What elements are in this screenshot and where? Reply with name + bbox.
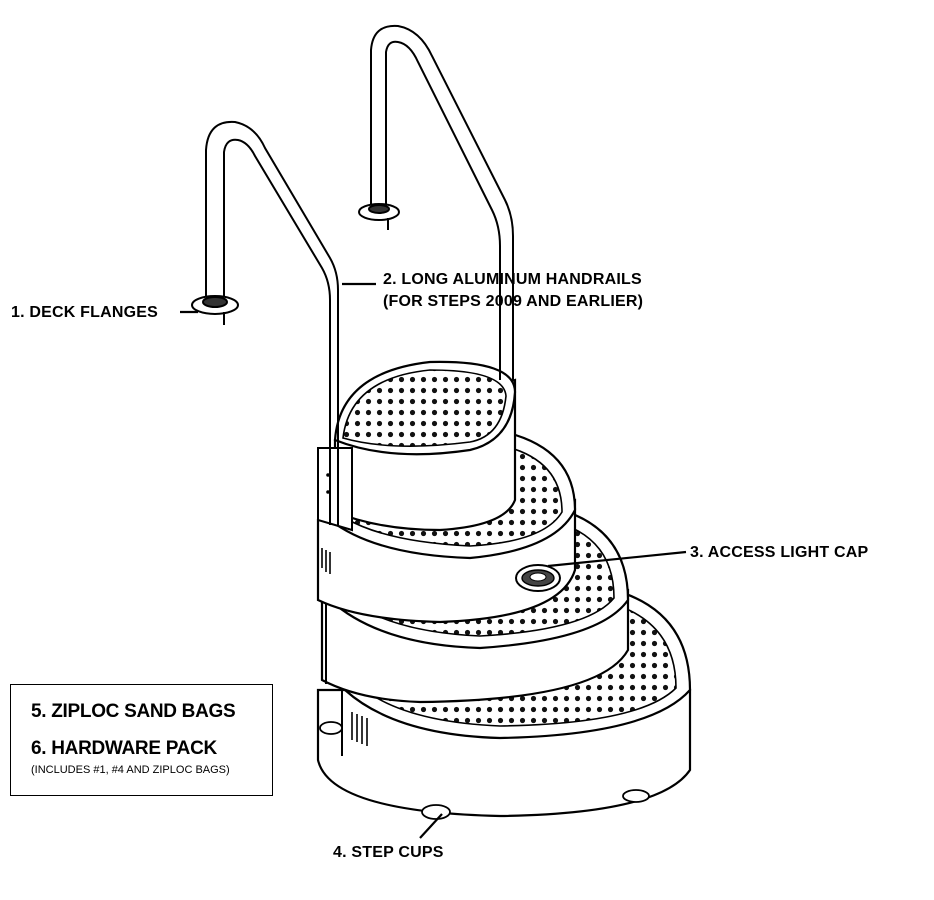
step-cups bbox=[319, 721, 650, 820]
step-tier-1 bbox=[333, 360, 517, 532]
leader-lines bbox=[180, 282, 687, 839]
handrail-bracket bbox=[317, 447, 353, 532]
access-light-cap bbox=[515, 564, 561, 592]
callout-step-cups: 4. STEP CUPS bbox=[333, 844, 444, 861]
callout-deck-flanges: 1. DECK FLANGES bbox=[11, 304, 159, 321]
callout-handrails-line1: 2. LONG ALUMINUM HANDRAILS bbox=[383, 271, 642, 288]
legend-hardware-pack: 6. HARDWARE PACK bbox=[31, 738, 217, 759]
legend-hardware-pack-note: (INCLUDES #1, #4 AND ZIPLOC BAGS) bbox=[31, 764, 230, 776]
callout-handrails-line2: (FOR STEPS 2009 AND EARLIER) bbox=[383, 293, 644, 310]
long-aluminum-handrails bbox=[205, 24, 514, 525]
callout-access-light-cap: 3. ACCESS LIGHT CAP bbox=[690, 544, 869, 561]
parts-legend-box: 5. ZIPLOC SAND BAGS 6. HARDWARE PACK (IN… bbox=[10, 684, 273, 796]
callout-long-aluminum-handrails: 2. LONG ALUMINUM HANDRAILS (FOR STEPS 20… bbox=[383, 269, 643, 313]
deck-flanges bbox=[191, 203, 400, 325]
legend-ziploc-sand-bags: 5. ZIPLOC SAND BAGS bbox=[31, 701, 236, 722]
